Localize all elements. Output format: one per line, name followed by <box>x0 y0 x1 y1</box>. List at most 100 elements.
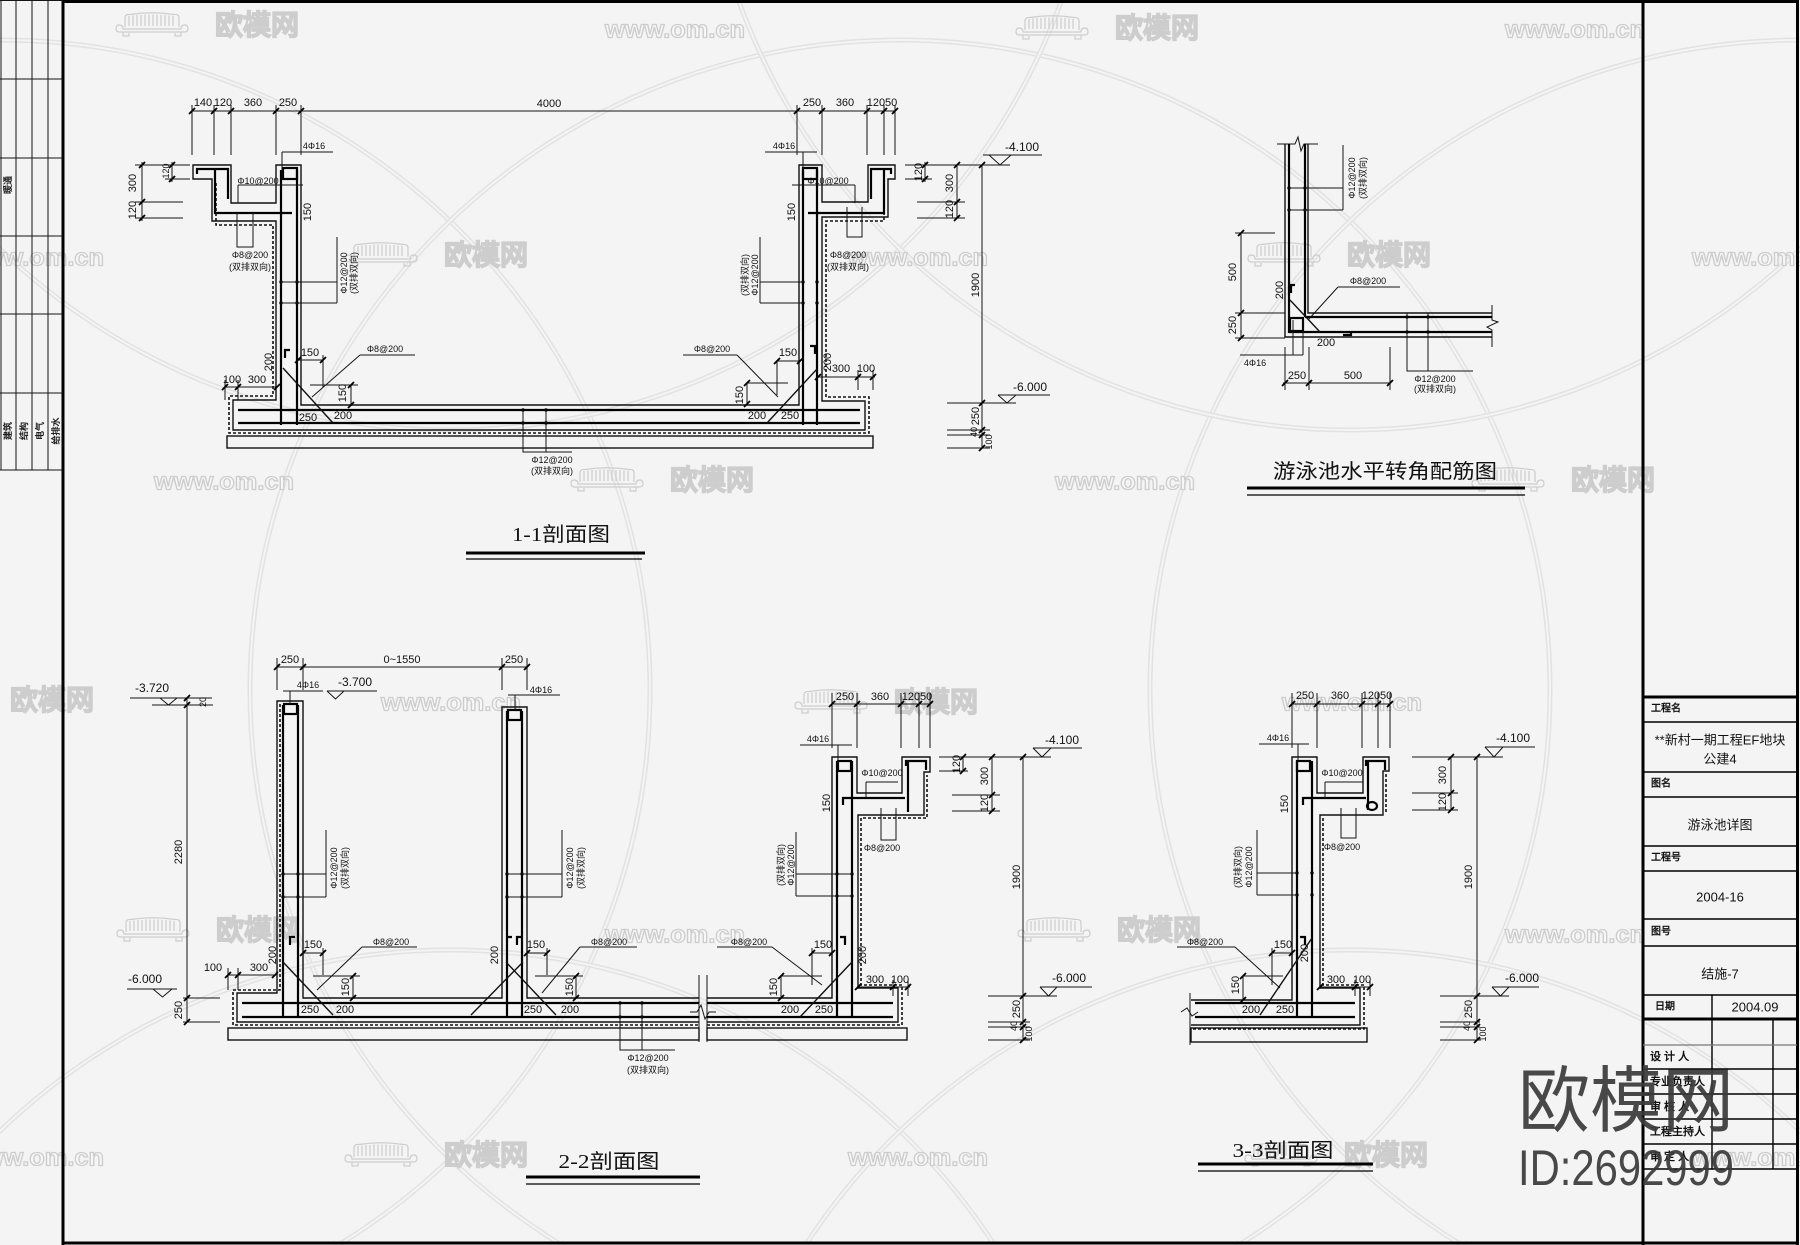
dimension-label: 250 <box>505 654 523 666</box>
waterproofing-line <box>1191 774 1387 1030</box>
corner-bars <box>1295 759 1312 773</box>
project-name-label: 工程名 <box>1651 702 1681 715</box>
dimension-label: 150 <box>304 939 322 951</box>
watermark-logo: 欧模网 <box>1017 914 1202 946</box>
watermark-url: www.om.cn <box>0 245 104 272</box>
watermark-logo-text: 欧模网 <box>10 685 94 716</box>
watermark-logo: 欧模网 <box>116 914 301 946</box>
gutter-bars <box>1365 800 1379 812</box>
concrete-outline-left <box>236 700 699 1023</box>
dimension-label: 1900 <box>1011 865 1023 889</box>
dimension-label: 0~1550 <box>383 654 420 666</box>
watermark-logo: 欧模网 <box>344 1139 529 1171</box>
dimension-label: 100 <box>223 374 241 386</box>
signature-project-lead-label: 工程主持人 <box>1650 1124 1706 1138</box>
dimension-label: 250 <box>524 1004 542 1016</box>
watermark-logo-text: 欧模网 <box>444 1140 528 1171</box>
dimension-ticks <box>1237 229 1394 387</box>
watermark-logo-text: 欧模网 <box>1347 240 1431 271</box>
rebar-note: (双排双向) <box>627 1064 669 1075</box>
rebar-label: Φ8@200 <box>232 250 268 260</box>
haunch-bars <box>282 367 818 424</box>
dimension-ticks <box>138 107 986 452</box>
rebar-label: Φ12@200 <box>750 254 760 295</box>
rebar-label: Φ8@200 <box>367 344 403 354</box>
dimension-label: 250 <box>1011 1000 1023 1018</box>
dimension-label: 120 <box>944 200 956 218</box>
rebar-label: Φ8@200 <box>864 843 900 853</box>
dimension-label: 250 <box>173 1001 185 1019</box>
dimension-label: 1900 <box>970 273 982 297</box>
dimension-label: 120 <box>1437 793 1449 811</box>
dimension-label: 12050 <box>867 97 898 109</box>
waterproofing-line <box>215 183 885 434</box>
dimension-label: 500 <box>1227 263 1239 281</box>
rebar-note: (双排双向) <box>229 261 271 272</box>
dimension-label: 100 <box>1478 1026 1488 1041</box>
dimension-label: 150 <box>564 978 576 996</box>
dimension-label: 40 <box>1462 1021 1472 1031</box>
title-block: 工程名 **新村一期工程EF地块 公建4 图名 游泳池详图 工程号 2004-1… <box>1643 695 1797 1170</box>
haunch-bar <box>1289 299 1321 333</box>
project-number-value: 2004-16 <box>1696 890 1744 905</box>
dimension-label: 1900 <box>1463 865 1475 889</box>
elevation-label: -4.100 <box>1005 140 1039 154</box>
rebar-label: Φ10@200 <box>807 176 848 186</box>
dimension-label: 200 <box>489 946 501 964</box>
strip-label-plumbing: 给排水 <box>50 417 61 445</box>
dimension-label: 150 <box>734 386 746 404</box>
watermark-logo-text: 欧模网 <box>1117 915 1201 946</box>
elevation-label: -3.700 <box>338 675 372 689</box>
dimension-label: 150 <box>337 384 349 402</box>
elevation-label: -4.100 <box>1045 733 1079 747</box>
watermark-url: www.om.cn <box>1281 690 1422 717</box>
watermark-logo-text: 欧模网 <box>894 687 978 718</box>
dimension-label: 250 <box>803 97 821 109</box>
concrete-outline-right <box>707 756 931 1023</box>
elevation-label: -4.100 <box>1496 731 1530 745</box>
dimension-label: 200 <box>781 1004 799 1016</box>
watermark-url: www.om.cn <box>1054 469 1195 496</box>
dimension-and-leader-lines <box>1177 693 1539 1041</box>
watermark-url: www.om.cn <box>0 1145 104 1172</box>
dimension-label: 250 <box>281 654 299 666</box>
rebar-label: 4Φ16 <box>1244 358 1266 368</box>
watermark-logo-text: 欧模网 <box>216 915 300 946</box>
cushion-layer <box>226 435 874 449</box>
big-watermark: 欧模网 ID:2692999 <box>1518 1062 1734 1196</box>
dimension-label: 2280 <box>173 840 185 864</box>
dimension-label: 300 <box>127 174 139 192</box>
dimension-label: 140 <box>194 97 212 109</box>
signature-discipline-lead-label: 专业负责人 <box>1650 1074 1706 1088</box>
dimension-label: 360 <box>871 691 889 703</box>
dimension-label: 150 <box>814 939 832 951</box>
dimension-label: 250 <box>299 412 317 424</box>
signature-reviewer-label: 审 核 人 <box>1650 1099 1690 1113</box>
elevation-label: -6.000 <box>1052 971 1086 985</box>
dimension-label: 250 <box>1288 370 1306 382</box>
project-name-value-line2: 公建4 <box>1703 752 1736 767</box>
rebar-label: 4Φ16 <box>297 680 319 690</box>
watermark-url: www.om.cn <box>1691 1145 1800 1172</box>
dimension-label: 100 <box>204 962 222 974</box>
watermark-url: www.om.cn <box>847 245 988 272</box>
dimension-label: 300 <box>979 767 991 785</box>
rebar-note: (双排双向) <box>1357 157 1368 199</box>
project-number-label: 工程号 <box>1651 851 1681 864</box>
rebar-label: 4Φ16 <box>303 141 325 151</box>
signature-designer-label: 设 计 人 <box>1650 1049 1690 1063</box>
dimension-label: 100 <box>891 974 909 986</box>
signature-approver-label: 审 定 人 <box>1650 1149 1690 1163</box>
rebar-note: (双排双向) <box>1414 383 1456 394</box>
rebar-note: (双排双向) <box>775 844 786 886</box>
dimension-label: 12050 <box>1362 690 1393 702</box>
dimension-label: 200 <box>263 353 275 371</box>
dimension-label: 12050 <box>902 691 933 703</box>
drawing-name-value: 游泳池详图 <box>1687 818 1752 833</box>
dimension-label: 150 <box>786 203 798 221</box>
dimension-label: 120 <box>127 201 139 219</box>
dimension-label: 500 <box>1344 370 1362 382</box>
dimension-label: 200 <box>1317 337 1335 349</box>
dimension-label: 150 <box>527 939 545 951</box>
dimension-label: 300 <box>866 974 884 986</box>
